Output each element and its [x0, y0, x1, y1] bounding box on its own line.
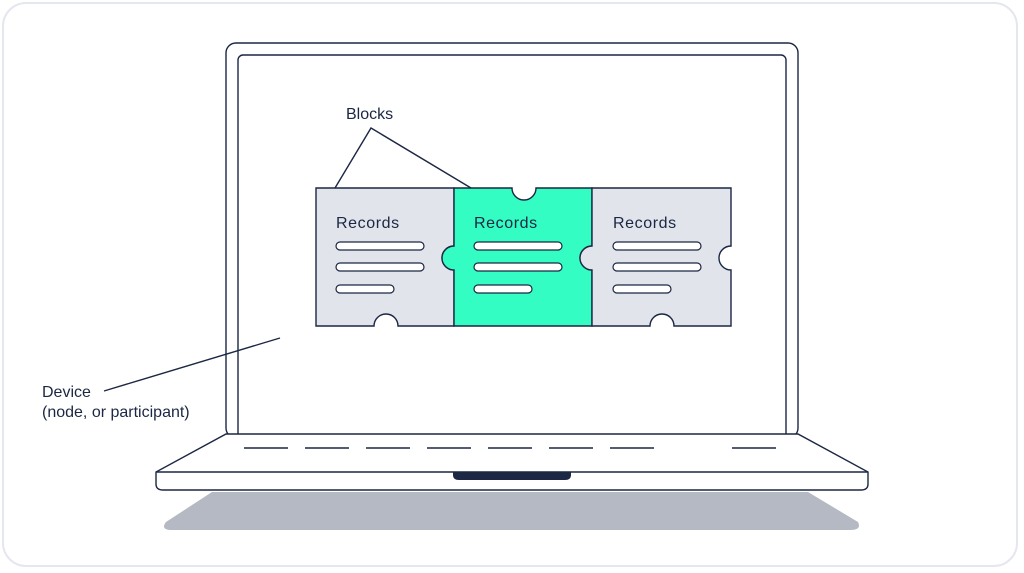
blocks-label: Blocks — [346, 106, 393, 123]
block-1-title: Records — [336, 215, 400, 232]
laptop-shadow — [164, 492, 859, 530]
laptop-base — [155, 433, 869, 491]
blocks-pointer-lines — [334, 127, 472, 189]
block-1 — [315, 187, 455, 327]
block-2-title: Records — [474, 215, 538, 232]
trackpad-notch — [453, 472, 571, 480]
device-label: Device — [42, 384, 91, 401]
device-pointer-line — [103, 337, 281, 392]
block-3 — [579, 187, 732, 327]
block-1-record-lines — [335, 241, 425, 294]
block-3-title: Records — [613, 215, 677, 232]
block-2-record-lines — [473, 241, 563, 294]
device-label-detail: (node, or participant) — [42, 404, 190, 421]
block-2 — [441, 187, 593, 327]
block-3-record-lines — [612, 241, 702, 294]
